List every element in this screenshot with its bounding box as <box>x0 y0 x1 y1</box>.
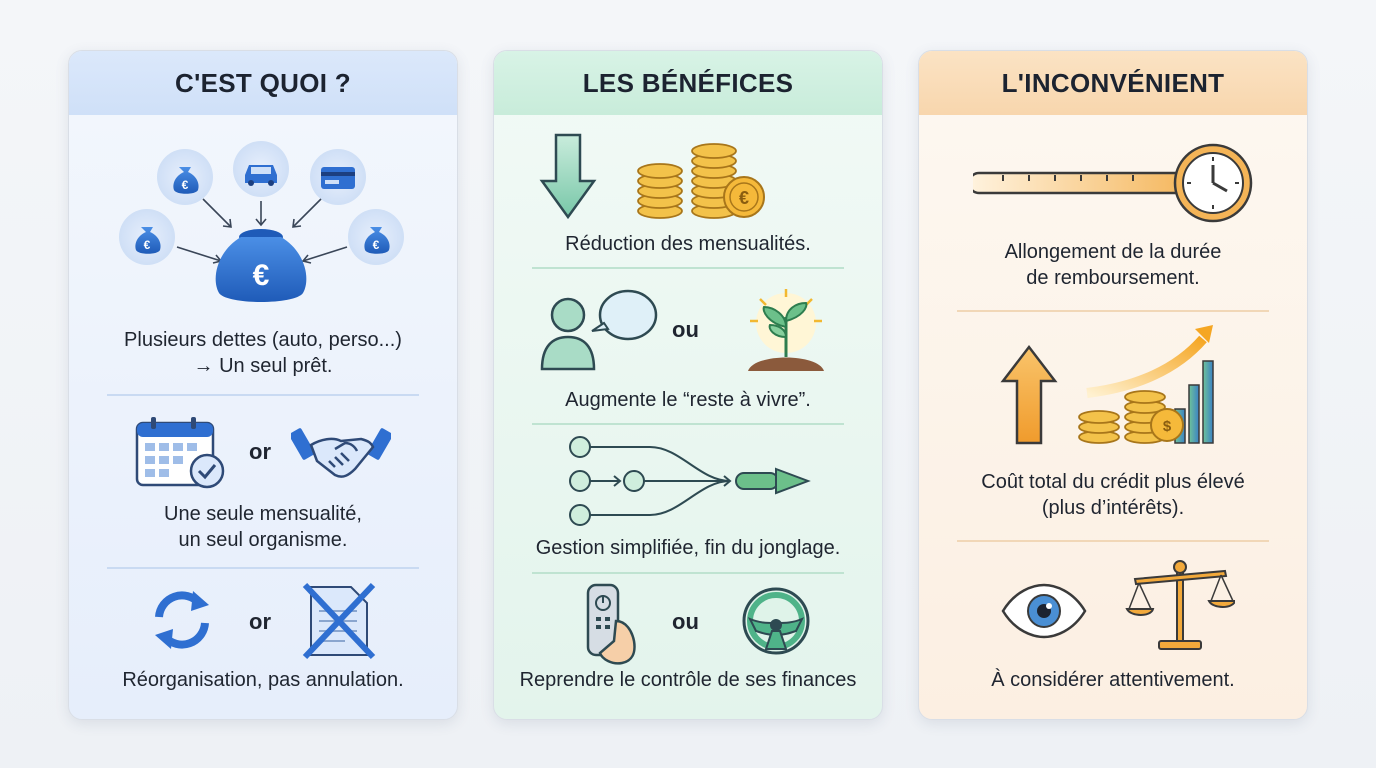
ou-label: ou <box>672 609 699 634</box>
money-bag-large-icon: € <box>215 229 307 302</box>
calendar-check-icon <box>135 417 225 489</box>
or-label: or <box>249 439 271 464</box>
svg-text:€: € <box>373 238 380 252</box>
caption: Gestion simplifiée, fin du jonglage. <box>535 537 841 559</box>
remote-control-hand-icon <box>586 583 636 665</box>
simplified-flow-icon <box>569 436 811 526</box>
cancelled-document-icon <box>302 582 376 660</box>
eye-icon <box>1001 583 1087 639</box>
coin-stacks-icon: € <box>637 143 765 219</box>
svg-text:€: € <box>182 178 189 192</box>
divider <box>107 394 419 396</box>
svg-text:€: € <box>253 259 270 292</box>
caption: Réorganisation, pas annulation. <box>122 669 404 691</box>
or-label: or <box>249 609 271 634</box>
divider <box>957 310 1269 312</box>
caption-line: Allongement de la durée <box>1004 241 1222 263</box>
divider <box>107 567 419 569</box>
caption-line: Coût total du crédit plus élevé <box>981 471 1245 493</box>
steering-wheel-icon <box>742 587 810 655</box>
refresh-icon <box>155 591 209 649</box>
divider <box>532 267 844 269</box>
credit-card-icon <box>310 149 366 205</box>
money-bag-right-icon: € <box>348 209 404 265</box>
debt-consolidation-icon: € € € <box>119 141 404 302</box>
balance-scale-icon <box>1125 560 1235 650</box>
card-title: L'INCONVÉNIENT <box>919 51 1307 115</box>
caption-line: Plusieurs dettes (auto, perso...) <box>124 329 402 351</box>
divider <box>532 423 844 425</box>
rising-cost-icon: $ <box>1000 325 1214 445</box>
caption-line: un seul organisme. <box>178 529 348 551</box>
car-icon <box>233 141 289 197</box>
divider <box>957 540 1269 542</box>
caption-line: de remboursement. <box>1026 267 1200 289</box>
divider <box>532 572 844 574</box>
person-speech-icon <box>540 289 658 371</box>
growing-plant-icon <box>748 289 824 371</box>
caption: Réduction des mensualités. <box>565 233 811 255</box>
card-title: C'EST QUOI ? <box>69 51 457 115</box>
caption: Augmente le “reste à vivre”. <box>565 389 811 411</box>
down-arrow-icon <box>539 133 597 220</box>
caption-line: Une seule mensualité, <box>164 503 362 525</box>
svg-text:€: € <box>144 238 151 252</box>
card-title: LES BÉNÉFICES <box>494 51 882 115</box>
handshake-icon <box>291 428 391 478</box>
caption-line: (plus d’intérêts). <box>1041 497 1185 519</box>
stretched-timer-icon <box>973 143 1253 223</box>
money-bag-small-icon: € <box>157 149 213 205</box>
caption: À considérer attentivement. <box>991 669 1235 691</box>
caption: Reprendre le contrôle de ses finances <box>519 669 857 691</box>
card-cest-quoi: C'EST QUOI ? € € <box>68 50 458 720</box>
money-bag-left-icon: € <box>119 209 175 265</box>
svg-text:€: € <box>739 188 749 208</box>
svg-text:$: $ <box>1163 418 1172 435</box>
ou-label: ou <box>672 317 699 342</box>
card-linconvenient: L'INCONVÉNIENT Allongement de la durée d… <box>918 50 1308 720</box>
converge-arrows <box>176 198 348 264</box>
caption-line: → Un seul prêt. <box>193 355 333 377</box>
card-les-benefices: LES BÉNÉFICES € Réduction des mensualité… <box>493 50 883 720</box>
